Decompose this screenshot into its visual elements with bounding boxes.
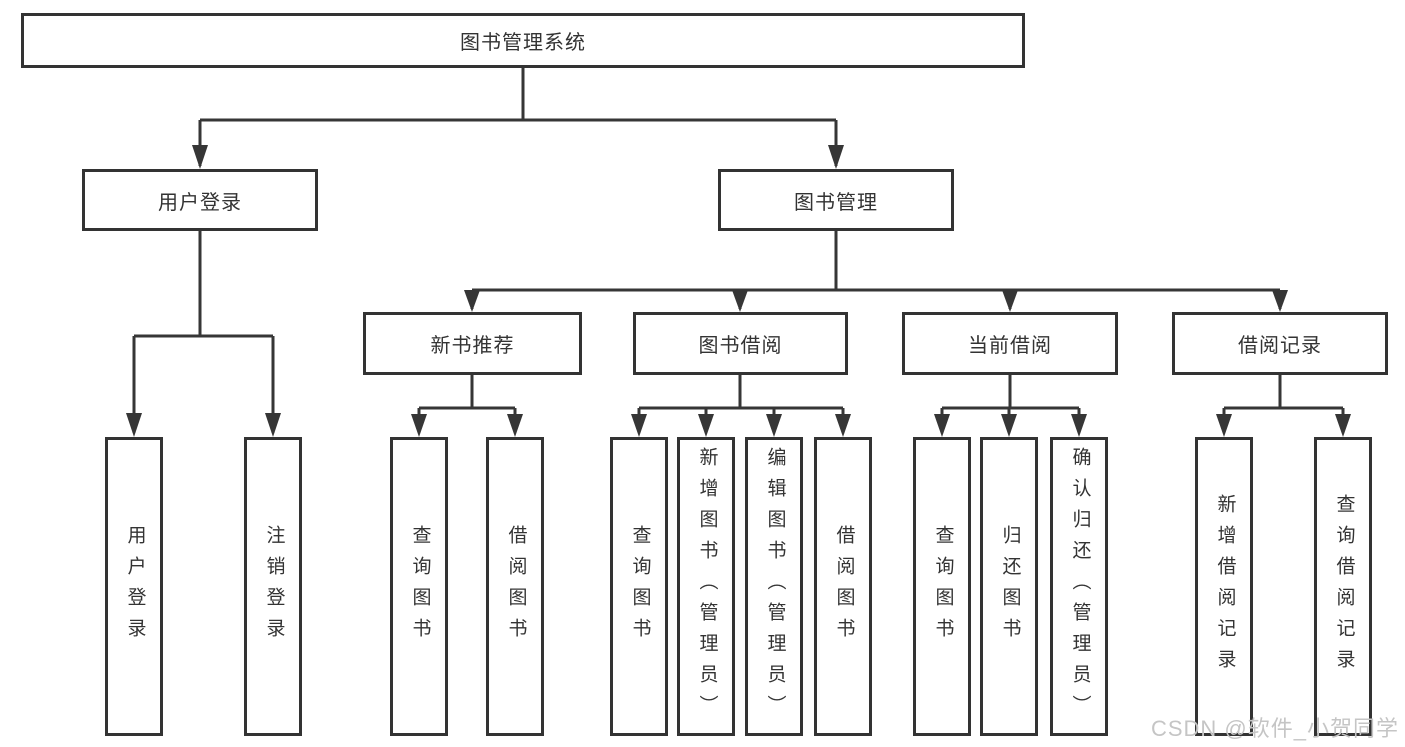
leaf-borrow-books-recommend-label: 借阅图书 <box>505 524 527 649</box>
node-book-borrow: 图书借阅 <box>633 312 848 375</box>
node-user-login: 用户登录 <box>82 169 318 231</box>
connector-new-book-recommend <box>411 375 523 437</box>
leaf-query-books-recommend: 查询图书 <box>390 437 448 736</box>
node-borrow-records-label: 借阅记录 <box>1238 335 1322 357</box>
leaf-add-book-admin: 新增图书（管理员） <box>677 437 735 736</box>
leaf-query-borrow-record-label: 查询借阅记录 <box>1333 493 1355 680</box>
leaf-confirm-return-admin-label: 确认归还（管理员） <box>1069 447 1091 726</box>
node-borrow-records: 借阅记录 <box>1172 312 1388 375</box>
connector-current-borrow <box>934 375 1087 437</box>
connector-borrow-records <box>1216 375 1351 437</box>
node-root: 图书管理系统 <box>21 13 1025 68</box>
leaf-edit-book-admin: 编辑图书（管理员） <box>745 437 803 736</box>
leaf-logout-label: 注销登录 <box>263 524 285 649</box>
connector-book-management <box>464 231 1288 312</box>
leaf-return-book-label: 归还图书 <box>999 524 1021 649</box>
leaf-add-book-admin-label: 新增图书（管理员） <box>696 447 718 726</box>
leaf-user-login: 用户登录 <box>105 437 163 736</box>
leaf-borrow-books-recommend: 借阅图书 <box>486 437 544 736</box>
leaf-query-books-current-label: 查询图书 <box>932 524 954 649</box>
node-root-label: 图书管理系统 <box>460 32 586 54</box>
node-current-borrow: 当前借阅 <box>902 312 1118 375</box>
leaf-add-borrow-record-label: 新增借阅记录 <box>1214 493 1236 680</box>
node-current-borrow-label: 当前借阅 <box>968 335 1052 357</box>
node-new-book-recommend-label: 新书推荐 <box>430 335 515 357</box>
leaf-add-borrow-record: 新增借阅记录 <box>1195 437 1253 736</box>
csdn-watermark: CSDN @软件_小贺同学 <box>1150 716 1399 741</box>
node-book-borrow-label: 图书借阅 <box>698 335 783 357</box>
leaf-return-book: 归还图书 <box>980 437 1038 736</box>
node-book-management-label: 图书管理 <box>794 191 878 214</box>
leaf-borrow-books: 借阅图书 <box>814 437 872 736</box>
connector-root <box>192 68 844 169</box>
leaf-edit-book-admin-label: 编辑图书（管理员） <box>764 447 786 726</box>
node-user-login-label: 用户登录 <box>158 191 242 214</box>
leaf-query-borrow-record: 查询借阅记录 <box>1314 437 1372 736</box>
leaf-query-books-borrow: 查询图书 <box>610 437 668 736</box>
leaf-confirm-return-admin: 确认归还（管理员） <box>1050 437 1108 736</box>
connector-book-borrow <box>631 375 851 437</box>
leaf-query-books-recommend-label: 查询图书 <box>409 524 431 649</box>
leaf-borrow-books-label: 借阅图书 <box>833 524 855 649</box>
node-book-management: 图书管理 <box>718 169 954 231</box>
connector-user-login <box>126 231 281 437</box>
leaf-query-books-current: 查询图书 <box>913 437 971 736</box>
leaf-logout: 注销登录 <box>244 437 302 736</box>
leaf-query-books-borrow-label: 查询图书 <box>629 524 651 649</box>
node-new-book-recommend: 新书推荐 <box>363 312 582 375</box>
leaf-user-login-label: 用户登录 <box>124 524 146 649</box>
